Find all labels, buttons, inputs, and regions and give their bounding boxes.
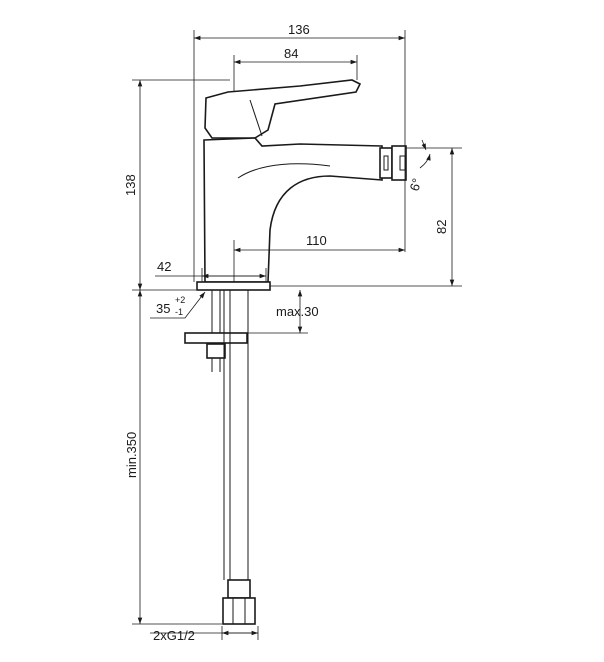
angle-6 xyxy=(419,153,431,169)
label-connections: 2xG1/2 xyxy=(153,628,195,643)
label-82: 82 xyxy=(434,220,449,234)
label-max30: max.30 xyxy=(276,304,319,319)
label-136: 136 xyxy=(288,22,310,37)
leader-35 xyxy=(150,291,206,319)
label-tol-minus: -1 xyxy=(175,307,183,317)
extension-lines xyxy=(132,30,462,640)
handle-lever xyxy=(204,79,362,139)
base-plate xyxy=(196,281,271,291)
label-110: 110 xyxy=(306,233,327,248)
label-42: 42 xyxy=(157,259,171,274)
hose-nut xyxy=(222,597,256,625)
label-angle: 6° xyxy=(407,176,425,192)
label-tol-plus: +2 xyxy=(175,295,185,305)
hose-connector xyxy=(227,579,251,599)
label-35: 35 xyxy=(156,301,170,316)
bidet-nozzle xyxy=(379,145,407,181)
mounting-kit xyxy=(184,289,256,625)
label-138: 138 xyxy=(123,174,138,196)
faucet-body xyxy=(196,79,407,291)
fixing-nut xyxy=(206,343,226,359)
label-84: 84 xyxy=(284,46,298,61)
mounting-bracket xyxy=(184,332,248,344)
dimension-lines xyxy=(137,35,455,636)
label-min350: min.350 xyxy=(124,432,139,478)
faucet-housing xyxy=(203,137,383,283)
